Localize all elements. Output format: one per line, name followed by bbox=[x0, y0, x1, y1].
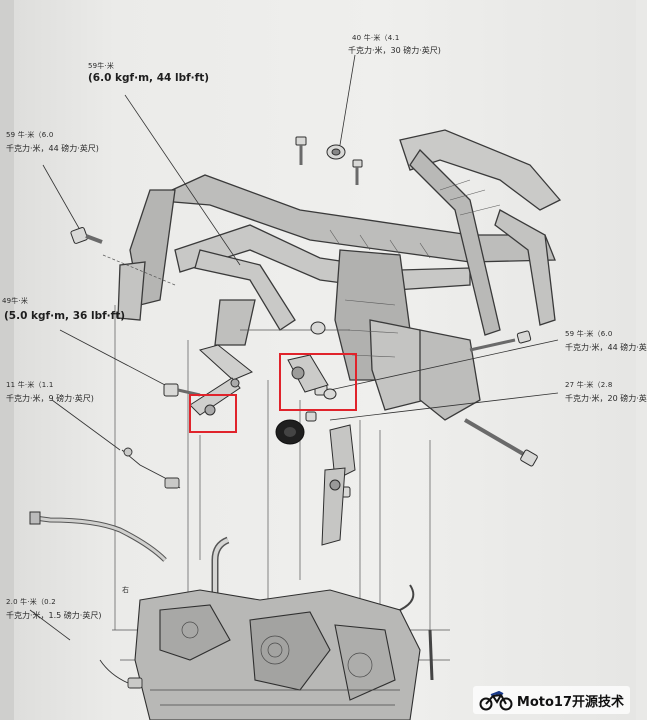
motorcycle-icon bbox=[479, 690, 513, 711]
callout-right-27-kgf: 千克力·米，20 磅力·英 bbox=[565, 394, 647, 403]
watermark-text: Moto17开源技术 bbox=[516, 694, 624, 710]
callout-right-59-nm: 59 牛·米（6.0 bbox=[565, 330, 613, 338]
frame-rear-post bbox=[494, 209, 556, 326]
breather-hose bbox=[29, 511, 167, 562]
callout-leader-lines bbox=[29, 54, 559, 641]
engine-crankcase bbox=[134, 589, 421, 720]
callout-top-right-kgf: 千克力·米，30 磅力·英尺) bbox=[348, 46, 441, 55]
callout-left-11-kgf: 千克力·米，9 磅力·英尺) bbox=[6, 394, 94, 403]
pivot-housing bbox=[369, 319, 426, 411]
shock-link bbox=[321, 424, 356, 546]
bolt-top-center bbox=[295, 136, 307, 165]
coolant-pipe bbox=[211, 536, 230, 620]
callout-right-27-nm: 27 牛·米（2.8 bbox=[565, 381, 613, 389]
callout-upper-left-nm: 59 牛·米（6.0 bbox=[6, 131, 54, 139]
callout-bottom-left-nm: 2.0 牛·米（0.2 bbox=[6, 598, 56, 606]
callout-top-center-kgf: (6.0 kgf·m, 44 lbf·ft) bbox=[88, 72, 210, 84]
frame-backbone bbox=[147, 174, 556, 263]
rubber-grommet bbox=[275, 419, 305, 445]
callout-bottom-left-kgf: 千克力·米，1.5 磅力·英尺) bbox=[6, 611, 102, 620]
bracket-linkage bbox=[189, 344, 253, 416]
bolt-top-right bbox=[352, 159, 363, 185]
highlight-box-right bbox=[279, 353, 357, 411]
frame-lower-bracket bbox=[214, 299, 256, 346]
rear-engine-mount bbox=[419, 329, 481, 421]
callout-left-11-nm: 11 牛·米（1.1 bbox=[6, 381, 54, 389]
callout-top-right-nm: 40 牛·米（4.1 bbox=[352, 34, 400, 42]
callout-upper-left-kgf: 千克力·米，44 磅力·英尺) bbox=[6, 144, 99, 153]
sensor-bracket bbox=[99, 659, 143, 689]
bolt-right-long bbox=[469, 330, 532, 352]
side-mark-a: 右 bbox=[122, 586, 129, 594]
nut-top-right bbox=[326, 144, 346, 160]
frame-rear-strut bbox=[409, 148, 501, 336]
bolt-long-diagonal bbox=[463, 418, 538, 467]
wire-clamps bbox=[121, 447, 181, 489]
bolt-engine-mount-2 bbox=[314, 384, 337, 400]
bracket-engine-hanger bbox=[287, 354, 329, 393]
callout-top-center-nm: 59牛·米 bbox=[88, 62, 115, 70]
frame-front-bracket bbox=[117, 261, 146, 321]
frame-assembly bbox=[117, 129, 562, 421]
bolt-upper-left bbox=[70, 227, 103, 244]
callout-mid-left-nm: 49牛·米 bbox=[2, 297, 29, 305]
page-gutter bbox=[0, 0, 14, 720]
bolt-engine-mount-1 bbox=[310, 321, 326, 335]
highlight-box-left bbox=[189, 394, 237, 433]
callout-mid-left-kgf: (5.0 kgf·m, 36 lbf·ft) bbox=[4, 310, 126, 322]
watermark: Moto17开源技术 bbox=[472, 686, 630, 714]
callout-right-59-kgf: 千克力·米，44 磅力·英 bbox=[565, 343, 647, 352]
